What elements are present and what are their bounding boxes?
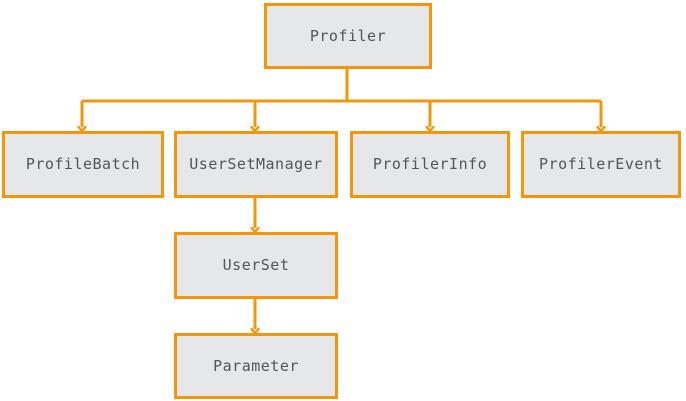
node-userset[interactable]: UserSet (174, 232, 338, 299)
node-parameter-label: Parameter (213, 356, 299, 375)
node-parameter[interactable]: Parameter (174, 333, 338, 399)
node-profilebatch[interactable]: ProfileBatch (2, 131, 164, 198)
node-profilerevent[interactable]: ProfilerEvent (521, 131, 681, 198)
node-profilebatch-label: ProfileBatch (25, 155, 141, 173)
node-profiler[interactable]: Profiler (264, 3, 432, 69)
node-usersetmanager[interactable]: UserSetManager (174, 131, 338, 198)
node-profilerinfo[interactable]: ProfilerInfo (350, 131, 510, 198)
node-profiler-label: Profiler (309, 26, 387, 45)
node-usersetmanager-label: UserSetManager (189, 155, 323, 173)
node-userset-label: UserSet (222, 256, 290, 274)
node-profilerinfo-label: ProfilerInfo (372, 155, 488, 173)
node-profilerevent-label: ProfilerEvent (539, 155, 663, 173)
